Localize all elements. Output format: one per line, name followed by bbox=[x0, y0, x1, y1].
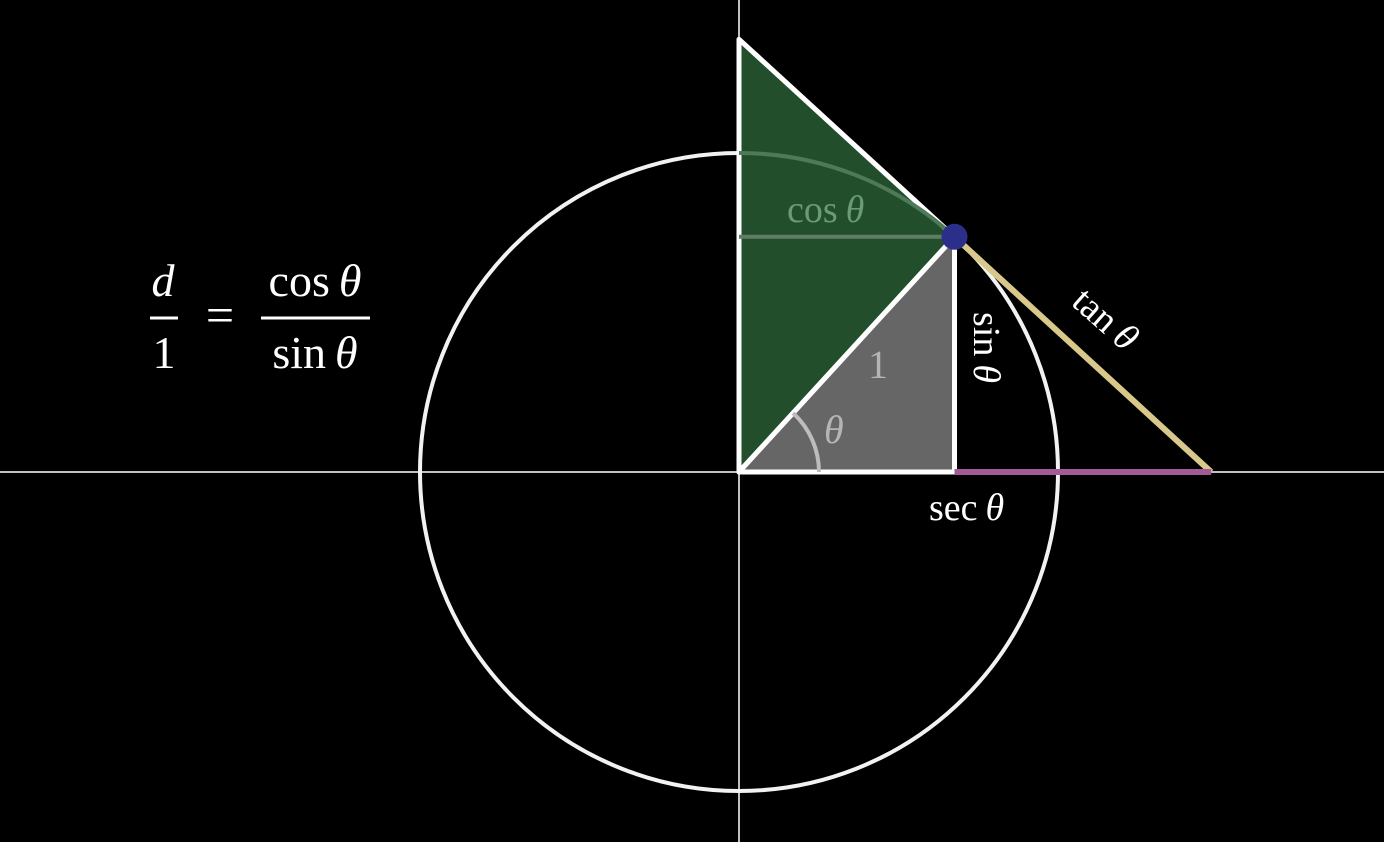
sec-label-var: θ bbox=[986, 487, 1005, 529]
cos-label-var: θ bbox=[846, 189, 865, 231]
cos-label-fn: cos bbox=[787, 189, 838, 231]
angle-label: θ bbox=[824, 407, 844, 452]
angle-arc bbox=[791, 411, 821, 473]
equation-rhs-denominator-var: θ bbox=[335, 327, 358, 378]
equation-lhs-numerator: d bbox=[152, 255, 176, 306]
equation-rhs-denominator-fn: sin bbox=[272, 327, 326, 378]
sin-label-var: θ bbox=[965, 364, 1007, 383]
sec-label-fn: sec bbox=[929, 487, 978, 529]
gray-triangle bbox=[736, 234, 958, 475]
radius-label: 1 bbox=[868, 342, 888, 387]
sin-label-fn: sin bbox=[965, 312, 1007, 356]
equation-rhs-numerator-fn: cos bbox=[269, 255, 330, 306]
equation-rhs-numerator-var: θ bbox=[339, 255, 362, 306]
equation-equals: = bbox=[206, 287, 234, 343]
equation-lhs-denominator: 1 bbox=[153, 327, 176, 378]
tan-segment bbox=[952, 234, 1214, 475]
arc-faded bbox=[738, 151, 956, 239]
sin-label: sin θ bbox=[965, 312, 1007, 383]
circle-point bbox=[941, 223, 968, 250]
